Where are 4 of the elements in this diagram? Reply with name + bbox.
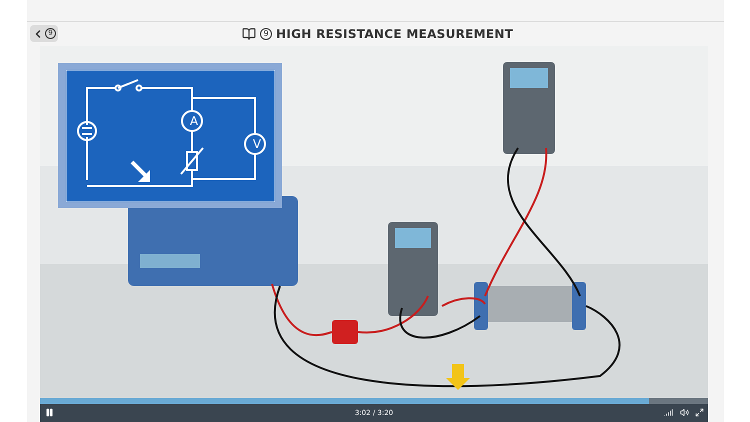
voltmeter-label: V — [252, 136, 262, 152]
page-title: HIGH RESISTANCE MEASUREMENT — [276, 26, 514, 43]
ammeter-label: A — [188, 113, 200, 129]
chapter-number: 9 — [260, 28, 272, 40]
